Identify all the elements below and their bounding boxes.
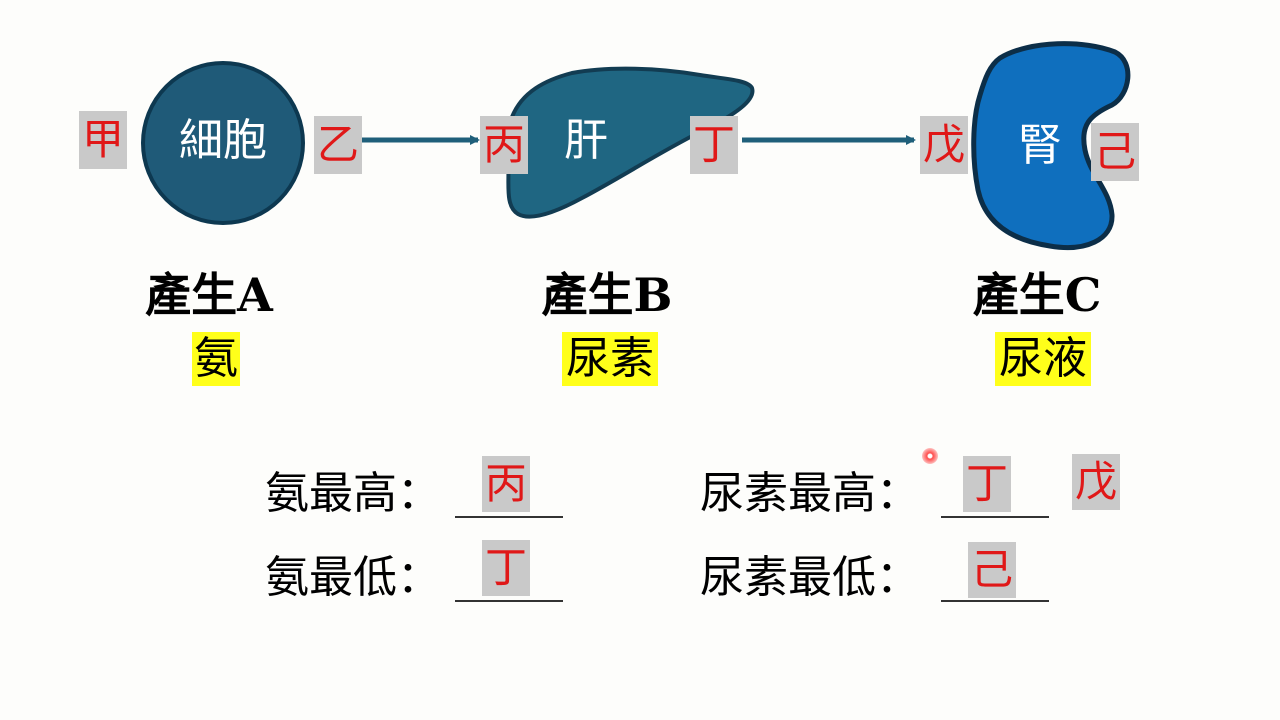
produce-b-value: 尿素 (562, 332, 658, 386)
laser-pointer-icon (922, 448, 938, 464)
urea-high-extra-answer: 戊 (1072, 454, 1120, 510)
ammonia-low-label: 氨最低： (265, 552, 441, 603)
cell-label: 細胞 (179, 115, 267, 166)
kidney-label: 腎 (1018, 120, 1062, 171)
ammonia-low-answer: 丁 (482, 540, 530, 596)
urea-high-blank (941, 516, 1049, 518)
tag-wu: 戊 (920, 116, 968, 174)
cell-shape (141, 61, 305, 225)
tag-yi: 乙 (314, 116, 362, 174)
produce-a-label: 產生A (145, 268, 273, 322)
kidney-shape (971, 41, 1131, 250)
urea-high-answer: 丁 (963, 456, 1011, 512)
urea-high-label: 尿素最高： (700, 468, 920, 519)
produce-a-value: 氨 (192, 332, 240, 386)
ammonia-high-label: 氨最高： (265, 468, 441, 519)
produce-b-label: 產生B (541, 268, 673, 322)
liver-label: 肝 (564, 115, 608, 166)
urea-low-blank (941, 600, 1049, 602)
ammonia-low-blank (455, 600, 563, 602)
urea-low-answer: 己 (968, 542, 1016, 598)
ammonia-high-blank (455, 516, 563, 518)
produce-c-value: 尿液 (995, 332, 1091, 386)
tag-ding: 丁 (690, 116, 738, 174)
tag-ji: 己 (1091, 123, 1139, 181)
tag-bing: 丙 (480, 116, 528, 174)
tag-jia: 甲 (79, 111, 127, 169)
ammonia-high-answer: 丙 (482, 456, 530, 512)
produce-c-label: 產生C (972, 268, 1102, 322)
urea-low-label: 尿素最低： (700, 552, 920, 603)
